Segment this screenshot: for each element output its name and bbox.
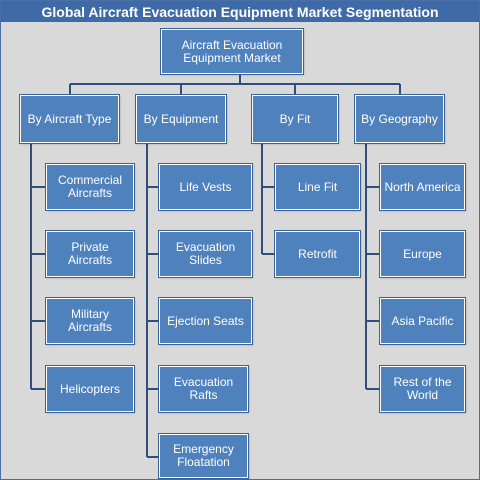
item-commercial-aircrafts: Commercial Aircrafts [45, 163, 135, 211]
item-evacuation-rafts: Evacuation Rafts [158, 365, 249, 413]
item-military-aircrafts: Military Aircrafts [45, 297, 135, 345]
item-emergency-floatation: Emergency Floatation [158, 433, 249, 479]
item-asia-pacific: Asia Pacific [379, 297, 466, 345]
item-europe: Europe [379, 230, 466, 278]
root-node: Aircraft Evacuation Equipment Market [160, 28, 304, 75]
item-line-fit: Line Fit [274, 163, 361, 211]
item-evacuation-slides: Evacuation Slides [158, 230, 253, 278]
item-retrofit: Retrofit [274, 230, 361, 278]
category-aircraft-type: By Aircraft Type [19, 94, 120, 144]
item-helicopters: Helicopters [45, 365, 135, 413]
item-north-america: North America [379, 163, 466, 211]
item-life-vests: Life Vests [158, 163, 253, 211]
category-fit: By Fit [251, 94, 339, 144]
item-ejection-seats: Ejection Seats [158, 297, 253, 345]
item-rest-of-the-world: Rest of the World [379, 365, 466, 413]
category-geography: By Geography [354, 94, 445, 144]
category-equipment: By Equipment [135, 94, 227, 144]
item-private-aircrafts: Private Aircrafts [45, 230, 135, 278]
diagram-title: Global Aircraft Evacuation Equipment Mar… [1, 1, 479, 22]
